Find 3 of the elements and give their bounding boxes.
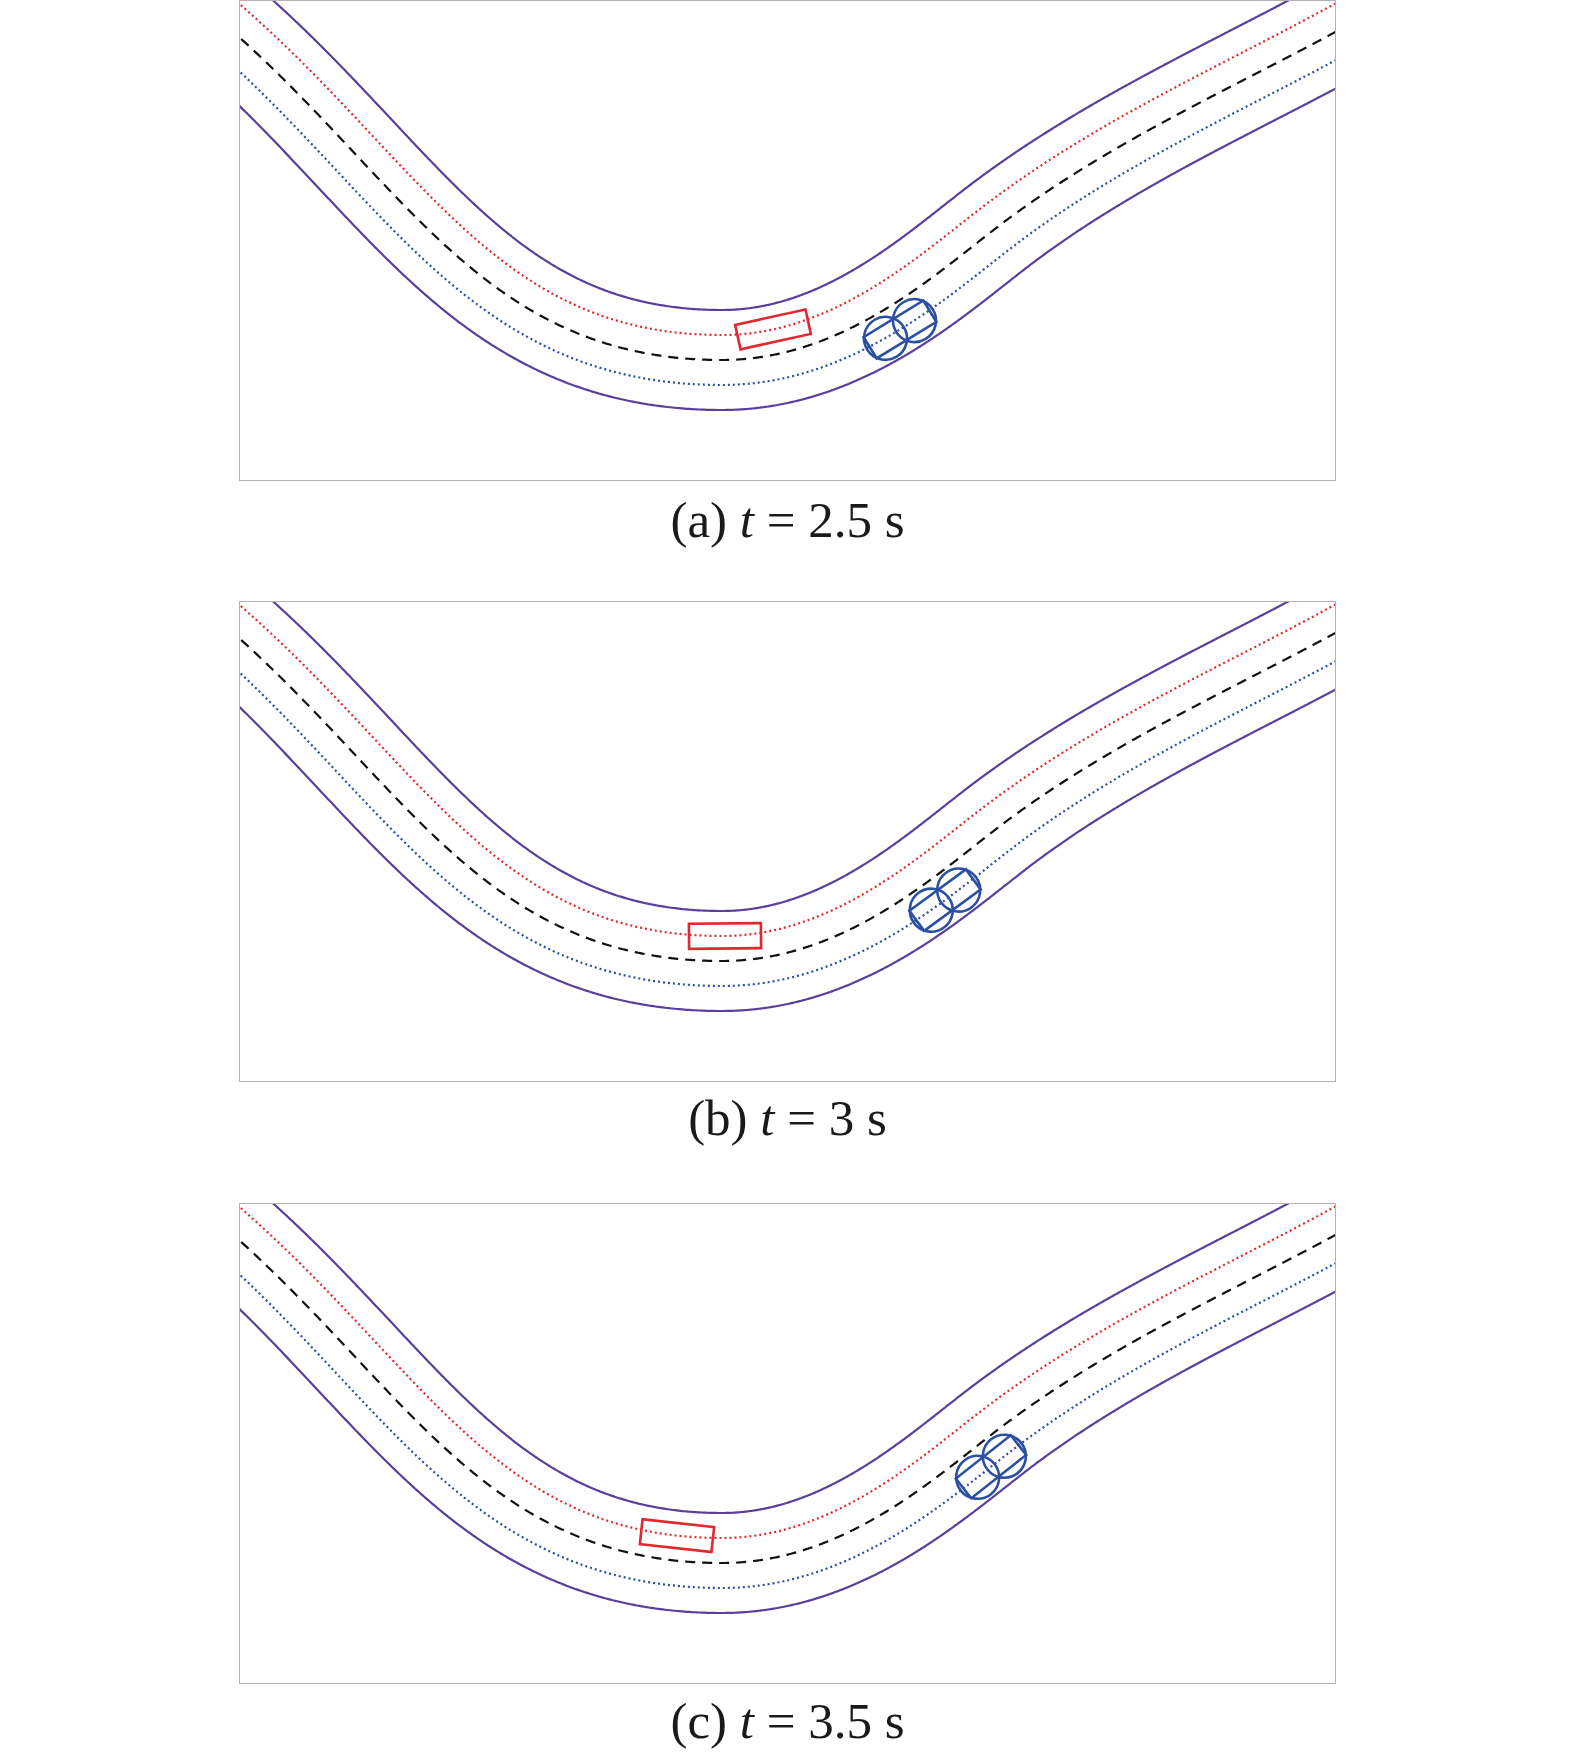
panel-caption: (b) t = 3 s <box>688 1090 887 1146</box>
panel-caption: (a) t = 2.5 s <box>670 492 905 548</box>
panel-caption: (c) t = 3.5 s <box>670 1693 905 1749</box>
